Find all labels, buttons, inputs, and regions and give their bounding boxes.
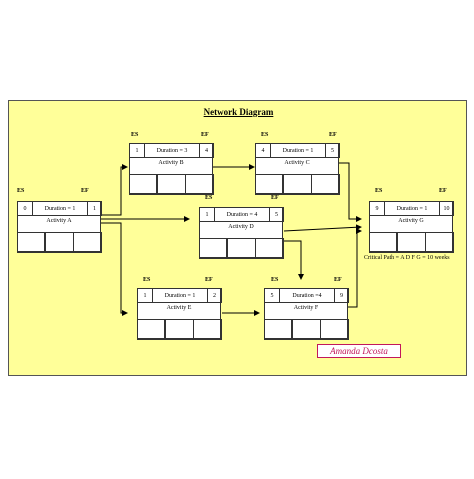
arrow-d-g	[283, 224, 362, 232]
ef-value: 10	[439, 201, 454, 216]
arrow-f-g	[347, 228, 362, 308]
ef-label-c: EF	[329, 132, 337, 138]
activity-name: Activity E	[166, 305, 192, 311]
slack-cell	[425, 232, 454, 253]
arrow-a-b	[101, 164, 128, 216]
slack-cell	[255, 174, 283, 195]
activity-name: Activity B	[158, 160, 184, 166]
diagram-title: Network Diagram	[203, 107, 274, 117]
es-value: 0	[17, 201, 33, 216]
ef-label-f: EF	[334, 277, 342, 283]
es-value: 5	[264, 288, 280, 303]
ef-value: 2	[207, 288, 222, 303]
es-value: 1	[199, 207, 215, 222]
activity-name: Activity C	[284, 160, 310, 166]
network-diagram-canvas: Network Diagram ES EF 0 Duration = 1 1 A…	[8, 100, 467, 376]
ef-value: 5	[269, 207, 284, 222]
slack-cell	[17, 232, 45, 253]
slack-cell	[45, 232, 74, 253]
slack-cell	[137, 319, 165, 340]
slack-cell	[73, 232, 102, 253]
duration-value: Duration = 1	[270, 143, 326, 158]
ef-label-b: EF	[201, 132, 209, 138]
ef-label-a: EF	[81, 188, 89, 194]
es-label-d: ES	[205, 195, 213, 201]
ef-value: 1	[87, 201, 102, 216]
slack-cell	[227, 238, 256, 259]
arrow-d-f	[284, 240, 304, 280]
es-label-a: ES	[17, 188, 25, 194]
es-label-c: ES	[261, 132, 269, 138]
duration-value: Duration = 1	[152, 288, 208, 303]
slack-cell	[283, 174, 312, 195]
duration-value: Duration = 4	[214, 207, 270, 222]
ef-label-e: EF	[205, 277, 213, 283]
slack-cell	[165, 319, 194, 340]
es-value: 9	[369, 201, 385, 216]
activity-node-f[interactable]: 5 Duration =4 9 Activity F	[264, 288, 349, 340]
activity-name: Activity D	[228, 224, 254, 230]
ef-label-g: EF	[439, 188, 447, 194]
arrow-a-e	[101, 222, 128, 316]
activity-name: Activity F	[293, 305, 319, 311]
slack-cell	[185, 174, 214, 195]
ef-value: 4	[199, 143, 214, 158]
arrow-c-g	[338, 162, 362, 222]
slack-cell	[255, 238, 284, 259]
slack-cell	[397, 232, 426, 253]
critical-path-note: Critical Path = A D F G = 10 weeks	[364, 255, 450, 261]
activity-name: Activity G	[398, 218, 424, 224]
activity-node-c[interactable]: 4 Duration = 1 5 Activity C	[255, 143, 340, 195]
es-label-e: ES	[143, 277, 151, 283]
duration-value: Duration =4	[279, 288, 335, 303]
activity-node-a[interactable]: 0 Duration = 1 1 Activity A	[17, 201, 102, 253]
activity-node-d[interactable]: 1 Duration = 4 5 Activity D	[199, 207, 284, 259]
es-label-b: ES	[131, 132, 139, 138]
activity-node-g[interactable]: 9 Duration = 1 10 Activity G	[369, 201, 454, 253]
es-value: 1	[137, 288, 153, 303]
es-label-f: ES	[271, 277, 279, 283]
duration-value: Duration = 1	[384, 201, 440, 216]
duration-value: Duration = 3	[144, 143, 200, 158]
activity-node-b[interactable]: 1 Duration = 3 4 Activity B	[129, 143, 214, 195]
slack-cell	[199, 238, 227, 259]
activity-node-e[interactable]: 1 Duration = 1 2 Activity E	[137, 288, 222, 340]
slack-cell	[264, 319, 292, 340]
slack-cell	[292, 319, 321, 340]
dependency-arrows	[101, 162, 362, 316]
ef-value: 9	[334, 288, 349, 303]
es-value: 4	[255, 143, 271, 158]
ef-label-d: EF	[271, 195, 279, 201]
duration-value: Duration = 1	[32, 201, 88, 216]
activity-name: Activity A	[46, 218, 72, 224]
slack-cell	[320, 319, 349, 340]
author-signature: Amanda Dcosta	[317, 344, 401, 358]
es-value: 1	[129, 143, 145, 158]
slack-cell	[311, 174, 340, 195]
es-label-g: ES	[375, 188, 383, 194]
slack-cell	[129, 174, 157, 195]
slack-cell	[193, 319, 222, 340]
slack-cell	[157, 174, 186, 195]
ef-value: 5	[325, 143, 340, 158]
slack-cell	[369, 232, 397, 253]
